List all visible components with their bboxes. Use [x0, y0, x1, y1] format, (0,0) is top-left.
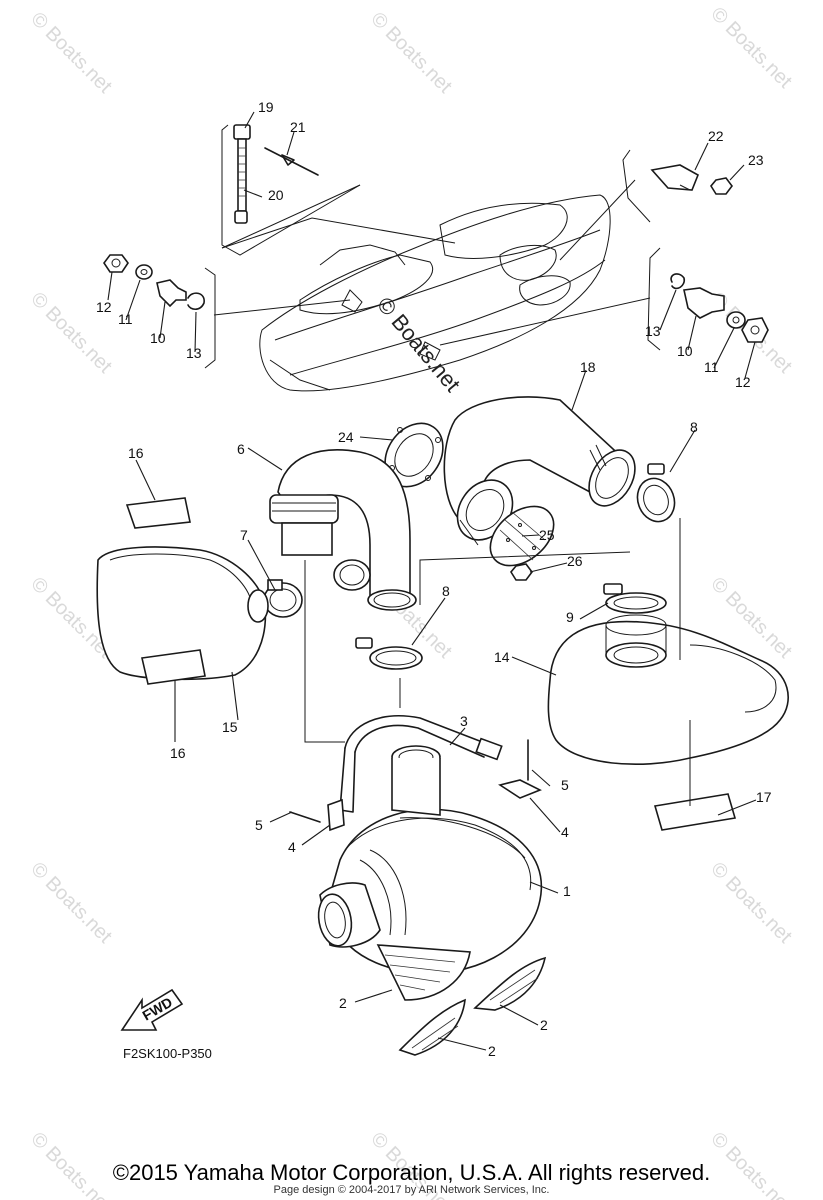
- part-number-13-left: 13: [186, 345, 202, 361]
- connector-line: [304, 560, 345, 743]
- bracket-top-right: [622, 149, 651, 223]
- pad-16-upper: [125, 497, 191, 529]
- part-number-20: 20: [268, 187, 284, 203]
- resonator-15: [96, 546, 269, 681]
- part-number-24: 24: [338, 429, 354, 445]
- page-design-credit: Page design © 2004-2017 by ARI Network S…: [273, 1184, 550, 1196]
- strap-3: [339, 715, 503, 813]
- cable-tie-assembly: [233, 124, 319, 224]
- hose-clamp-9: [603, 583, 667, 614]
- part-number-2-bottom: 2: [488, 1043, 496, 1059]
- part-number-labels: 19 21 20 22 23 12 11 10 13 13 10 11 12 1…: [96, 99, 772, 1059]
- part-number-5-left: 5: [255, 817, 263, 833]
- part-number-12-left: 12: [96, 299, 112, 315]
- watercraft-outline: © Boats.net: [259, 194, 611, 397]
- part-number-11-left: 11: [118, 311, 133, 327]
- heat-shield-2-large: [376, 944, 471, 1001]
- water-box-14: [547, 614, 789, 765]
- watermark: © Boats.net: [706, 3, 796, 93]
- callout-line: [221, 184, 361, 249]
- part-number-4-right: 4: [561, 824, 569, 840]
- part-number-8-lower: 8: [442, 583, 450, 599]
- part-number-16-upper: 16: [128, 445, 144, 461]
- bracket-top-left: [221, 124, 361, 256]
- hose-clamp-8-upper: [636, 463, 676, 523]
- right-fitting-group: [650, 164, 769, 343]
- part-number-16-lower: 16: [170, 745, 186, 761]
- part-number-2-right: 2: [540, 1017, 548, 1033]
- leader-lines: [107, 111, 757, 1051]
- part-number-21: 21: [290, 119, 306, 135]
- part-number-5-right: 5: [561, 777, 569, 793]
- bracket-4-left: [327, 798, 345, 832]
- callout-line: [559, 179, 636, 261]
- exhaust-pipe-6: [269, 449, 417, 611]
- heat-shield-2-left: [398, 998, 466, 1056]
- copyright-notice: ©2015 Yamaha Motor Corporation, U.S.A. A…: [112, 1160, 711, 1185]
- part-number-12-right: 12: [735, 374, 751, 390]
- part-number-17: 17: [756, 789, 772, 805]
- part-number-1: 1: [563, 883, 571, 899]
- callout-line: [439, 297, 651, 346]
- connector-line: [459, 519, 479, 546]
- part-number-15: 15: [222, 719, 238, 735]
- part-number-2-left: 2: [339, 995, 347, 1011]
- part-number-26: 26: [567, 553, 583, 569]
- part-number-8-upper: 8: [690, 419, 698, 435]
- part-number-18: 18: [580, 359, 596, 375]
- center-watermark: © Boats.net: [372, 292, 465, 396]
- hose-clamp-7: [263, 579, 303, 618]
- nut-26: [510, 563, 533, 581]
- bracket-left: [204, 267, 216, 369]
- heat-shield-2-right: [473, 956, 547, 1011]
- bracket-right: [647, 247, 661, 351]
- bolt-5-left: [289, 811, 321, 823]
- part-number-7: 7: [240, 527, 248, 543]
- watermark: © Boats.net: [26, 8, 116, 98]
- pad-17: [653, 793, 737, 831]
- part-number-13-right: 13: [645, 323, 661, 339]
- hose-clamp-8-lower: [355, 637, 423, 670]
- watermark: © Boats.net: [26, 858, 116, 948]
- left-fitting-group: [103, 254, 205, 311]
- part-number-14: 14: [494, 649, 510, 665]
- bracket-4-right: [498, 779, 542, 799]
- fwd-arrow-icon: FWD: [120, 988, 184, 1031]
- callout-line: [221, 217, 456, 249]
- pad-16-lower: [141, 649, 206, 685]
- part-number-6: 6: [237, 441, 245, 457]
- part-number-22: 22: [708, 128, 724, 144]
- part-number-3: 3: [460, 713, 468, 729]
- part-number-11-right: 11: [704, 359, 719, 375]
- part-number-23: 23: [748, 152, 764, 168]
- watermark: © Boats.net: [366, 8, 456, 98]
- diagram-code: F2SK100-P350: [123, 1046, 212, 1061]
- part-number-10-left: 10: [150, 330, 166, 346]
- callout-line: [213, 299, 351, 316]
- part-number-19: 19: [258, 99, 274, 115]
- watermark: © Boats.net: [706, 858, 796, 948]
- connector-line: [419, 551, 631, 605]
- part-number-25: 25: [539, 527, 555, 543]
- part-number-9: 9: [566, 609, 574, 625]
- part-number-4-left: 4: [288, 839, 296, 855]
- muffler-1: [317, 745, 543, 974]
- part-number-10-right: 10: [677, 343, 693, 359]
